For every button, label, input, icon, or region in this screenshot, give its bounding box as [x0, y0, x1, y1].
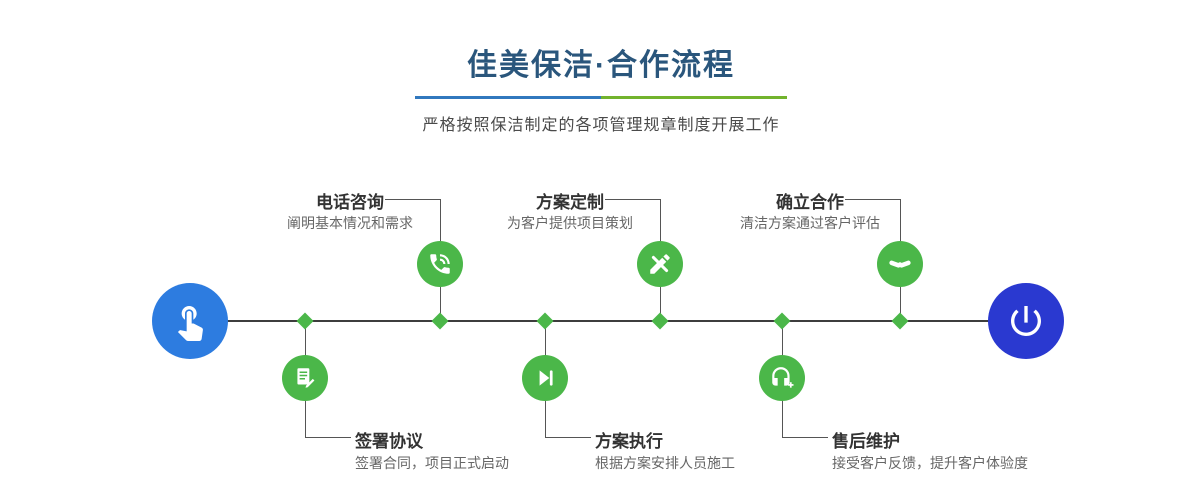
- page-subtitle: 严格按照保洁制定的各项管理规章制度开展工作: [422, 117, 780, 134]
- step-node-phone: [417, 241, 463, 287]
- step-node-execute: [522, 355, 568, 401]
- handshake-icon: [889, 260, 911, 268]
- connector-line: [605, 199, 660, 200]
- divider-green-segment: [601, 96, 787, 99]
- divider-blue-segment: [415, 96, 601, 99]
- connector-line: [305, 437, 351, 438]
- step-title: 确立合作: [776, 193, 844, 212]
- timeline-diamond: [651, 312, 669, 330]
- phone-icon: [430, 254, 450, 274]
- design-tools-icon: [650, 254, 670, 274]
- title-divider: [415, 96, 787, 99]
- timeline-line: [190, 320, 1028, 322]
- connector-line: [545, 437, 591, 438]
- page-title: 佳美保洁·合作流程: [467, 49, 735, 82]
- step-title: 方案定制: [536, 193, 604, 212]
- pointing-hand-icon: [177, 306, 203, 341]
- timeline-diamond: [536, 312, 554, 330]
- play-icon: [539, 370, 553, 386]
- step-desc: 接受客户反馈，提升客户体验度: [832, 455, 1028, 471]
- connector-line: [385, 199, 440, 200]
- timeline-start-node: [152, 283, 228, 359]
- connector-line: [782, 437, 828, 438]
- power-icon: [1011, 306, 1041, 336]
- timeline-diamond: [891, 312, 909, 330]
- step-node-cooperation: [877, 241, 923, 287]
- step-desc: 签署合同，项目正式启动: [355, 455, 509, 471]
- step-desc: 阐明基本情况和需求: [287, 215, 413, 231]
- step-title: 电话咨询: [316, 193, 384, 212]
- connector-line: [845, 199, 900, 200]
- step-desc: 清洁方案通过客户评估: [740, 215, 880, 231]
- step-node-aftersale: [759, 355, 805, 401]
- step-title: 签署协议: [355, 432, 423, 451]
- timeline-diamond: [296, 312, 314, 330]
- step-node-customize: [637, 241, 683, 287]
- contract-icon: [297, 368, 315, 388]
- timeline-end-node: [988, 283, 1064, 359]
- step-desc: 根据方案安排人员施工: [595, 455, 735, 471]
- step-title: 售后维护: [832, 432, 900, 451]
- step-desc: 为客户提供项目策划: [507, 215, 633, 231]
- timeline-diamond: [431, 312, 449, 330]
- timeline-diamond: [773, 312, 791, 330]
- step-title: 方案执行: [595, 432, 663, 451]
- headset-icon: [772, 367, 794, 388]
- step-node-contract: [282, 355, 328, 401]
